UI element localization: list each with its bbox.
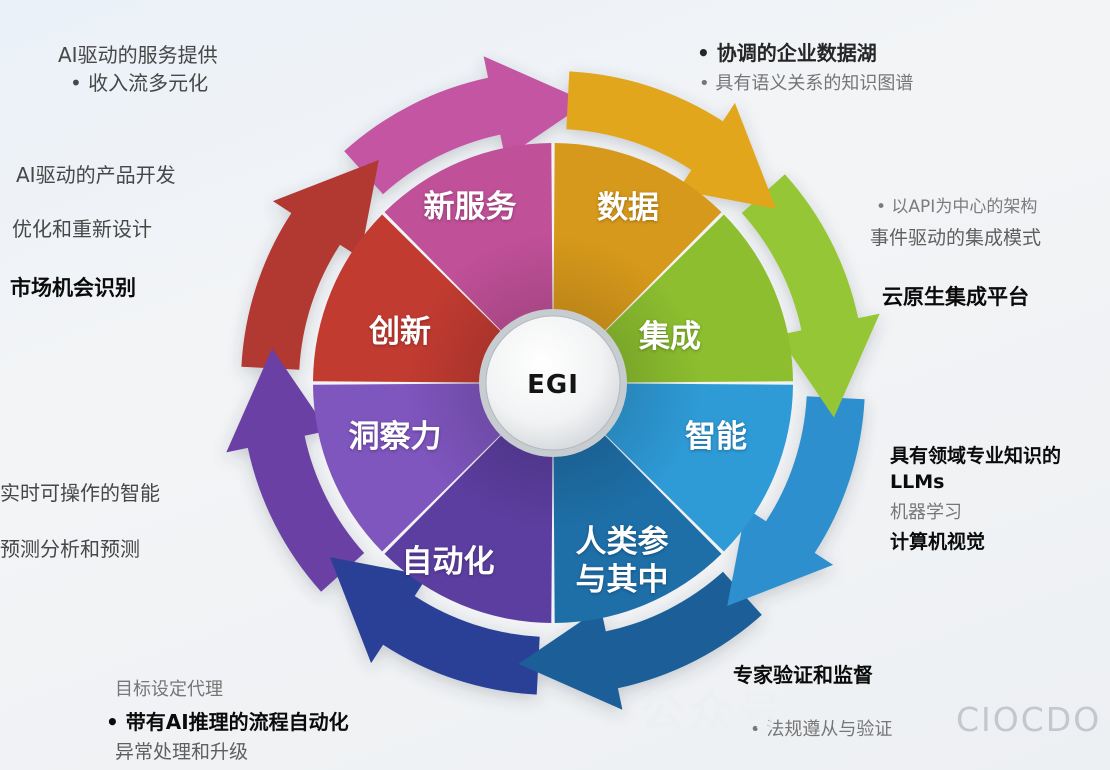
- hub: EGI: [479, 309, 627, 457]
- annotation-9: 异常处理和升级: [115, 741, 249, 763]
- wheel-label-1: 集成: [638, 319, 701, 355]
- wheel-label-5: 洞察力: [349, 419, 442, 455]
- wheel-label-4: 自动化: [402, 544, 495, 580]
- annotation-12: • 以API为中心的架构: [876, 197, 1038, 217]
- wheel-arrow-5: [226, 348, 365, 592]
- watermark-cn: 公众号: [640, 687, 787, 738]
- annotation-8: • 带有AI推理的流程自动化: [106, 710, 349, 734]
- annotation-18: 专家验证和监督: [733, 663, 873, 687]
- wheel-label-6: 创新: [368, 314, 431, 350]
- annotation-16: 机器学习: [890, 502, 962, 523]
- annotation-7: 目标设定代理: [115, 679, 223, 700]
- hub-face: [485, 315, 621, 451]
- wheel-arrow-3: [518, 571, 762, 710]
- annotation-6: 预测分析和预测: [0, 537, 140, 561]
- annotation-14: 云原生集成平台: [882, 285, 1029, 309]
- annotation-17: 计算机视觉: [890, 531, 986, 553]
- wheel-label-7: 新服务: [424, 189, 517, 225]
- annotation-5: 实时可操作的智能: [0, 481, 160, 505]
- annotation-4: 市场机会识别: [10, 276, 136, 300]
- annotation-11: • 具有语义关系的知识图谱: [699, 73, 914, 94]
- annotation-19: • 法规遵从与验证: [750, 719, 893, 740]
- wheel-label-0: 数据: [597, 190, 659, 226]
- outer-arrow-ring: [226, 56, 880, 710]
- hub-label: EGI: [527, 370, 579, 400]
- wheel-arrow-1: [741, 174, 880, 418]
- annotation-13: 事件驱动的集成模式: [870, 227, 1042, 249]
- wheel-arrow-2: [727, 396, 865, 606]
- annotation-10: • 协调的企业数据湖: [697, 41, 877, 65]
- wheel-label-3: 人类参与其中: [576, 524, 669, 598]
- wheel-arrow-6: [241, 160, 379, 370]
- annotation-0: AI驱动的服务提供: [58, 43, 218, 67]
- annotation-2: AI驱动的产品开发: [16, 163, 176, 187]
- wheel-arrow-7: [344, 56, 588, 195]
- annotation-3: 优化和重新设计: [12, 217, 152, 241]
- wheel-label-2: 智能: [685, 419, 747, 455]
- annotation-1: • 收入流多元化: [70, 71, 209, 95]
- wheel-arrow-0: [566, 71, 776, 209]
- annotation-15: 具有领域专业知识的 LLMs: [890, 445, 1062, 493]
- wheel-arrow-4: [330, 557, 540, 695]
- watermark-en: CIOCDO: [956, 700, 1102, 739]
